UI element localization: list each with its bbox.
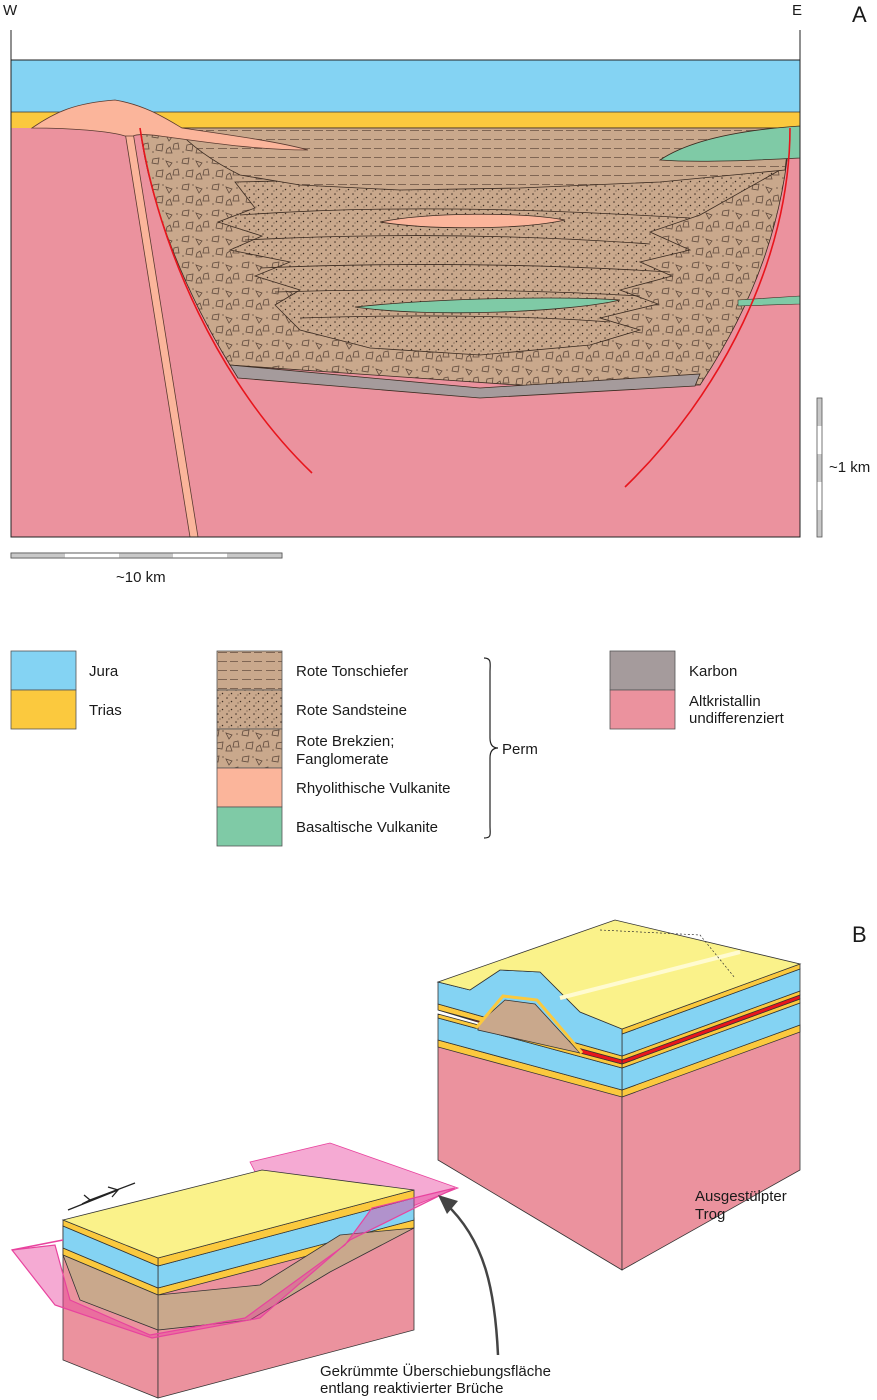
trough-label-2: Trog: [695, 1206, 725, 1223]
legend: Jura Trias Rote Tonschiefer Rote Sandste…: [10, 650, 785, 847]
legend-tonschiefer-label: Rote Tonschiefer: [296, 663, 408, 680]
bedding-lines: [239, 208, 691, 323]
horizontal-scale-label: ~10 km: [116, 569, 166, 586]
vertical-scale-bar: ~1 km: [816, 397, 870, 538]
legend-basalt-label: Basaltische Vulkanite: [296, 819, 438, 836]
panel-a-letter: A: [852, 2, 867, 27]
legend-item-rote-sandsteine: Rote Sandsteine: [216, 689, 407, 730]
legend-item-basalt: Basaltische Vulkanite: [216, 806, 438, 847]
legend-item-rote-tonschiefer: Rote Tonschiefer: [216, 650, 408, 691]
legend-karbon-label: Karbon: [689, 663, 737, 680]
right-block-fold-core: [477, 999, 582, 1054]
legend-brekzien-label-2: Fanglomerate: [296, 751, 389, 768]
jura-layer: [11, 60, 800, 112]
legend-perm-label: Perm: [502, 741, 538, 758]
legend-rhyolith-label: Rhyolithische Vulkanite: [296, 780, 451, 797]
fault-label-1: Gekrümmte Überschiebungsfläche: [320, 1362, 551, 1380]
legend-item-rhyolith: Rhyolithische Vulkanite: [216, 767, 451, 808]
left-block-top-surface: [61, 1169, 415, 1259]
basalt-sill-east: [737, 295, 800, 307]
trough-label-1: Ausgestülpter: [695, 1188, 787, 1205]
legend-item-trias: Trias: [10, 689, 122, 730]
left-block-perm-core: [157, 1227, 415, 1331]
basalt-lens: [354, 297, 621, 314]
east-label: E: [792, 2, 802, 19]
fault-label-2: entlang reaktivierter Brüche: [320, 1380, 503, 1397]
legend-altkristallin-label-1: Altkristallin: [689, 693, 761, 710]
panel-b-letter: B: [852, 922, 867, 947]
trias-layer: [11, 112, 800, 128]
thrust-plane-front: [10, 1187, 456, 1339]
legend-jura-label: Jura: [89, 663, 119, 680]
legend-item-jura: Jura: [10, 650, 119, 691]
legend-sandsteine-label: Rote Sandsteine: [296, 702, 407, 719]
legend-item-rote-brekzien: Rote Brekzien; Fanglomerate: [216, 728, 394, 769]
fault-pointer-arrowhead-icon: [438, 1195, 458, 1214]
karbon-base-layer: [229, 364, 701, 399]
thrust-block: [10, 1142, 460, 1399]
motion-arrows-icon: [67, 1182, 136, 1211]
vertical-scale-label: ~1 km: [829, 459, 870, 476]
legend-trias-label: Trias: [89, 702, 122, 719]
rhyolith-flow-west: [30, 99, 309, 151]
perm-brace: [483, 657, 499, 839]
west-label: W: [3, 2, 18, 19]
horizontal-scale-bar: ~10 km: [10, 552, 283, 586]
right-block-top-surface: [436, 919, 802, 1030]
rhyolith-lens: [379, 213, 566, 229]
legend-item-altkristallin: Altkristallin undifferenziert: [609, 689, 785, 730]
basalt-flow-east: [658, 125, 800, 162]
fault-west: [139, 127, 313, 474]
rote-sandsteine-wedge: [216, 169, 781, 356]
everted-trough-block: [436, 919, 802, 1271]
fault-pointer-arrow-icon: [444, 1202, 500, 1356]
legend-altkristallin-label-2: undifferenziert: [689, 710, 785, 727]
legend-item-karbon: Karbon: [609, 650, 737, 691]
legend-brekzien-label-1: Rote Brekzien;: [296, 733, 394, 750]
fault-east: [624, 127, 791, 488]
cross-section-panel-a: W E A ~10 km ~1 km: [3, 2, 870, 586]
